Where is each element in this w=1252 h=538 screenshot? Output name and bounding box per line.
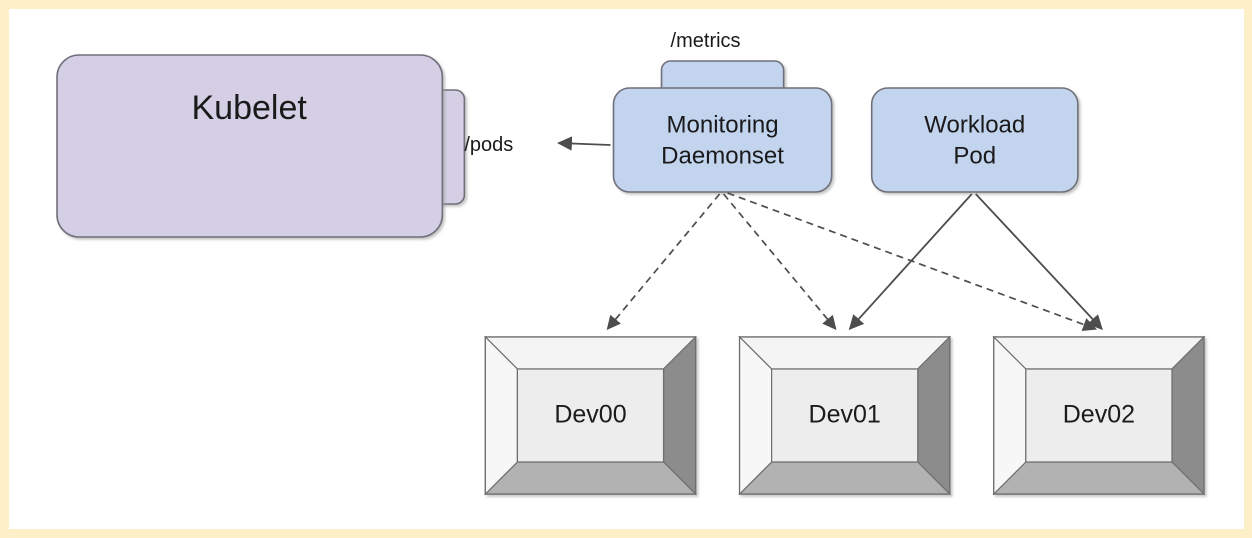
dev00-label: Dev00 — [554, 401, 626, 429]
dev00-face — [516, 368, 665, 463]
dev01-label: Dev01 — [809, 401, 881, 429]
daemonset-label-line2: Daemonset — [661, 142, 784, 169]
kubelet-label: Kubelet — [192, 89, 308, 127]
workload-pod-label-line2: Pod — [953, 142, 996, 169]
node-monitoring-daemonset[interactable]: Monitoring Daemonset — [612, 60, 833, 193]
node-device-dev02[interactable]: Dev02 — [992, 335, 1206, 496]
workload-pod-body — [870, 87, 1079, 193]
kubelet-body — [56, 54, 444, 238]
diagram-canvas: Kubelet Monitoring Daemonset /metrics Wo… — [9, 9, 1244, 529]
dev02-top-bevel — [992, 336, 1206, 370]
edge-workload-to-dev01 — [848, 193, 973, 331]
node-device-dev00[interactable]: Dev00 — [483, 335, 698, 496]
dev02-label: Dev02 — [1063, 401, 1135, 429]
dev01-bottom-bevel — [738, 461, 952, 495]
workload-pod-label-line1: Workload — [924, 111, 1025, 138]
pods-edge-label: /pods — [464, 134, 513, 156]
architecture-diagram: Kubelet Monitoring Daemonset /metrics Wo… — [56, 30, 1206, 496]
daemonset-label-line1: Monitoring — [667, 111, 779, 138]
dev00-top-bevel — [483, 336, 698, 370]
dev02-face — [1025, 368, 1173, 463]
dev00-bottom-bevel — [483, 461, 698, 495]
node-device-dev01[interactable]: Dev01 — [738, 335, 952, 496]
node-kubelet[interactable]: Kubelet — [56, 54, 466, 238]
metrics-tab-label: /metrics — [671, 30, 741, 52]
edge-daemonset-to-dev00 — [606, 193, 721, 330]
dev01-top-bevel — [738, 336, 952, 370]
dev01-face — [771, 368, 919, 463]
edge-workload-to-dev02 — [975, 193, 1103, 330]
daemonset-body — [612, 87, 833, 193]
node-workload-pod[interactable]: Workload Pod — [870, 87, 1079, 193]
dev02-bottom-bevel — [992, 461, 1206, 495]
edge-daemonset-to-kubelet — [557, 136, 611, 151]
edge-daemonset-to-dev01 — [722, 193, 837, 330]
